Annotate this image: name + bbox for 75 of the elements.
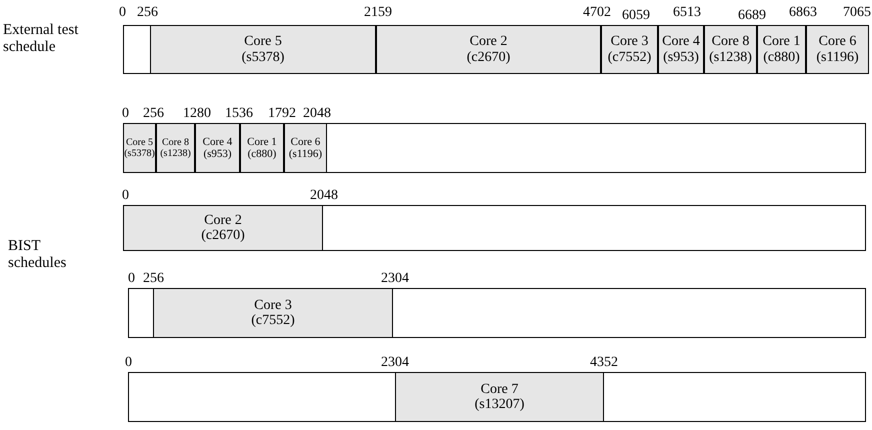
time-tick-label: 256 (143, 107, 164, 121)
row-title: BIST schedules (8, 238, 68, 272)
row-title: External test schedule (3, 22, 80, 56)
core-label: (c2670) (466, 50, 510, 65)
core-segment (658, 26, 704, 73)
core-segment (284, 124, 327, 172)
time-tick-label: 6863 (789, 6, 817, 20)
core-label: Core 7 (480, 382, 518, 397)
core-segment (806, 26, 869, 73)
core-segment (376, 26, 601, 73)
time-tick-label: 0 (128, 272, 135, 286)
schedule-bar (123, 25, 869, 74)
core-label: Core 2 (470, 34, 508, 50)
core-label: (s953) (203, 148, 232, 160)
core-segment (395, 373, 604, 421)
core-segment (153, 289, 393, 337)
time-tick-label: 6689 (738, 9, 766, 23)
core-label: (s5378) (124, 148, 155, 159)
core-segment (123, 124, 156, 172)
core-segment (150, 26, 376, 73)
time-tick-label: 2048 (310, 189, 338, 203)
core-label: Core 3 (254, 298, 292, 313)
core-label: Core 5 (244, 34, 282, 50)
time-tick-label: 2048 (303, 107, 331, 121)
schedule-bar (128, 288, 866, 338)
time-tick-label: 0 (119, 6, 126, 20)
core-label: Core 8 (162, 137, 189, 148)
time-tick-label: 4352 (590, 356, 618, 370)
time-tick-label: 1536 (225, 107, 253, 121)
core-label: (s5378) (242, 50, 284, 65)
time-tick-label: 256 (137, 6, 158, 20)
core-segment (123, 206, 323, 250)
time-tick-label: 0 (122, 189, 129, 203)
core-label: (s13207) (474, 397, 524, 412)
time-tick-label: 4702 (583, 6, 611, 20)
core-segment (156, 124, 195, 172)
core-label: (c880) (763, 50, 800, 65)
core-label: (s953) (663, 50, 699, 65)
core-label: (c7552) (608, 50, 652, 65)
time-tick-label: 2304 (381, 356, 409, 370)
time-tick-label: 1280 (183, 107, 211, 121)
core-label: Core 5 (126, 137, 153, 148)
time-tick-label: 0 (122, 107, 129, 121)
core-segment (195, 124, 240, 172)
core-label: (s1196) (816, 50, 859, 65)
core-label: Core 6 (818, 34, 856, 50)
core-label: Core 1 (247, 136, 277, 148)
time-tick-label: 0 (125, 356, 132, 370)
time-tick-label: 6513 (673, 6, 701, 20)
time-tick-label: 256 (143, 272, 164, 286)
time-tick-label: 2304 (381, 272, 409, 286)
core-label: Core 4 (202, 136, 232, 148)
schedule-bar (123, 205, 866, 251)
core-label: (c880) (248, 148, 276, 160)
time-tick-label: 7065 (843, 6, 871, 20)
core-label: Core 6 (290, 136, 320, 148)
core-label: Core 8 (712, 34, 750, 50)
core-label: Core 4 (662, 34, 700, 50)
core-label: (s1238) (709, 50, 752, 65)
core-label: (c7552) (251, 313, 295, 328)
core-label: (s1238) (160, 148, 191, 159)
time-tick-label: 2159 (364, 6, 392, 20)
schedule-bar (128, 372, 866, 422)
core-segment (601, 26, 658, 73)
core-segment (240, 124, 284, 172)
time-tick-label: 6059 (622, 9, 650, 23)
core-segment (757, 26, 806, 73)
core-label: (s1196) (288, 148, 322, 160)
core-label: (c2670) (201, 228, 245, 244)
core-label: Core 3 (610, 34, 648, 50)
time-tick-label: 1792 (268, 107, 296, 121)
core-segment (704, 26, 757, 73)
core-label: Core 2 (204, 212, 242, 228)
schedule-bar (123, 123, 866, 173)
core-label: Core 1 (762, 34, 800, 50)
